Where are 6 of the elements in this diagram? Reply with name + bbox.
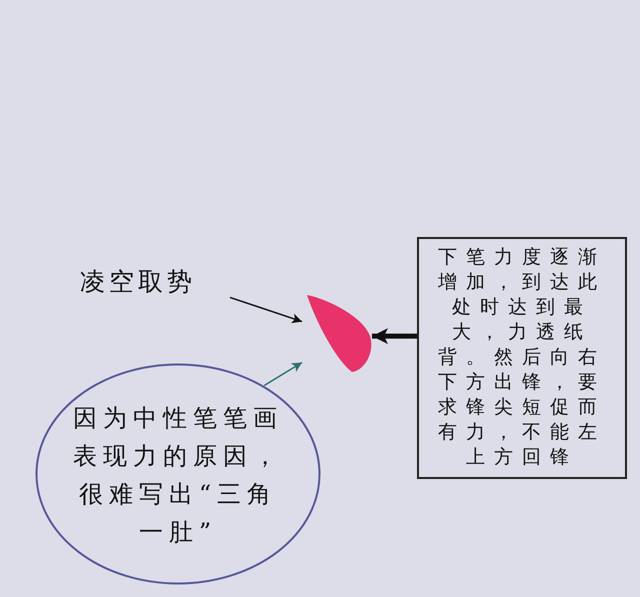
arrow [230, 296, 302, 324]
note-ellipse: 因为中性笔笔画表现力的原因，很难写出“三角一肚” [35, 363, 321, 585]
callout-text: 凌空取势 [80, 266, 197, 298]
arrow [264, 362, 302, 386]
arrow [372, 328, 417, 344]
note-box: 下笔力度逐渐增加，到达此处时达到最大，力透纸背。然后向右下方出锋，要求锋尖短促而有力，不能左上方回锋 [417, 237, 627, 479]
